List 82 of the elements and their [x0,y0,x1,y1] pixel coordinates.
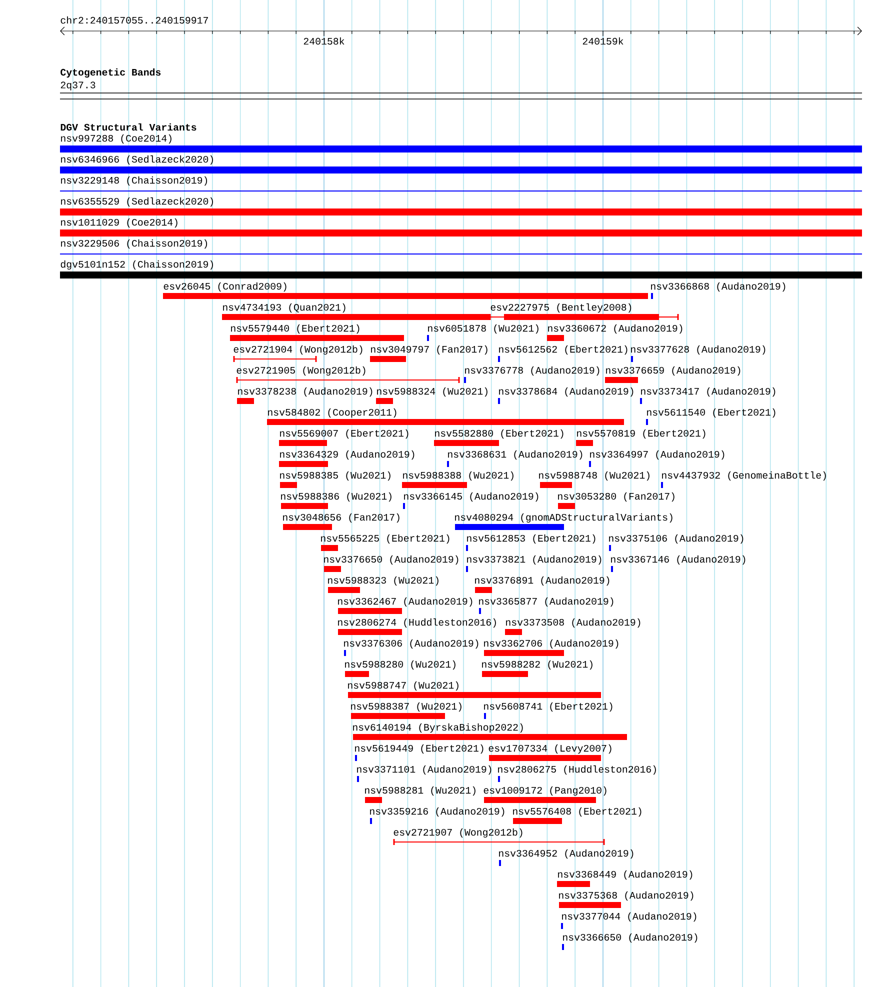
variant-label: nsv3366650 (Audano2019) [563,933,698,943]
variant-label: nsv3365877 (Audano2019) [479,597,614,607]
variant-label: nsv4437932 (GenomeinaBottle) [662,471,826,481]
variant-label: nsv3376891 (Audano2019) [475,576,610,586]
variant-label: nsv5611540 (Ebert2021) [647,408,776,418]
variant-label: nsv3371101 (Audano2019) [357,765,492,775]
variant-label: nsv6051878 (Wu2021) [428,324,538,334]
variant-label: nsv5576408 (Ebert2021) [513,807,642,817]
variant-label: nsv2806275 (Huddleston2016) [498,765,656,775]
variant-label: nsv5988280 (Wu2021) [345,660,456,670]
variant-label: nsv3373417 (Audano2019) [641,387,776,397]
variant-label: nsv5988323 (Wu2021) [328,576,438,586]
variant-label: nsv3377044 (Audano2019) [562,912,696,922]
variant-label: nsv3362706 (Audano2019) [484,639,618,649]
variant-label: nsv6140194 (ByrskaBishop2022) [353,723,523,733]
variant-label: nsv3049797 (Fan2017) [371,345,488,355]
variant-label: nsv5612853 (Ebert2021) [467,534,596,544]
variant-label: nsv3376659 (Audano2019) [606,366,740,376]
variant-label: nsv5988387 (Wu2021) [351,702,462,712]
variant-label: nsv5569007 (Ebert2021) [280,429,408,439]
variant-label: nsv3368449 (Audano2019) [558,870,692,880]
band-label: 2q37.3 [60,82,96,90]
variant-label: nsv3368631 (Audano2019) [448,450,582,460]
variant-label: nsv5570819 (Ebert2021) [577,429,706,439]
track-title: DGV Structural Variants [60,123,196,131]
variant-label: nsv5565225 (Ebert2021) [321,534,450,544]
variant-label: nsv3373821 (Audano2019) [467,555,602,565]
variant-label: nsv4734193 (Quan2021) [223,303,346,313]
variant-label: nsv5988386 (Wu2021) [281,492,392,502]
variant-label: nsv6346966 (Sedlazeck2020) [61,155,213,165]
variant-label: nsv5619449 (Ebert2021) [355,744,484,754]
variant-label: nsv5988324 (Wu2021) [377,387,488,397]
variant-label: nsv3364952 (Audano2019) [499,849,634,859]
variant-label: nsv584802 (Cooper2011) [268,408,396,418]
variant-label: nsv2806274 (Huddleston2016) [338,618,496,628]
variant-label: nsv3360672 (Audano2019) [548,324,682,334]
variant-label: esv2721904 (Wong2012b) [234,345,362,355]
variant-label: nsv5988747 (Wu2021) [348,681,458,691]
variant-label: nsv5988748 (Wu2021) [539,471,650,481]
variant-label: nsv3376306 (Audano2019) [344,639,478,649]
tick-label: 240159k [582,37,624,45]
variant-label: nsv5988282 (Wu2021) [482,660,592,670]
variant-label: nsv5612562 (Ebert2021) [499,345,628,355]
variant-label: nsv3364329 (Audano2019) [280,450,414,460]
variant-label: nsv6355529 (Sedlazeck2020) [61,197,213,207]
variant-label: nsv4080294 (gnomADStructuralVariants) [455,513,672,523]
variant-label: nsv5988385 (Wu2021) [280,471,390,481]
variant-label: nsv5579440 (Ebert2021) [231,324,360,334]
variant-label: nsv3048656 (Fan2017) [283,513,400,523]
variant-label: nsv1011029 (Coe2014) [61,218,178,228]
variant-label: nsv3364997 (Audano2019) [590,450,724,460]
variant-label: nsv3367146 (Audano2019) [611,555,746,565]
variant-label: esv1009172 (Pang2010) [484,786,606,796]
tick-label: 240158k [304,37,344,45]
variant-label: nsv3359216 (Audano2019) [370,807,504,817]
coordinate-label: chr2:240157055..240159917 [60,16,208,24]
variant-label: esv1707334 (Levy2007) [488,744,612,754]
variant-label: esv2721905 (Wong2012b) [236,366,366,376]
variant-label: nsv5988388 (Wu2021) [403,471,514,481]
variant-label: nsv3366868 (Audano2019) [651,282,786,292]
variant-label: nsv3377628 (Audano2019) [631,345,766,355]
variant-label: nsv997288 (Coe2014) [61,134,172,144]
variant-label: nsv3378684 (Audano2019) [499,387,634,397]
variant-label: nsv3229148 (Chaisson2019) [61,176,208,186]
variant-label: nsv3373508 (Audano2019) [506,618,640,628]
variant-label: nsv3366145 (Audano2019) [404,492,538,502]
variant-label: nsv5608741 (Ebert2021) [484,702,612,712]
variant-label: nsv5988281 (Wu2021) [365,786,476,796]
variant-label: nsv5582880 (Ebert2021) [435,429,564,439]
variant-label: dgv5101n152 (Chaisson2019) [60,260,213,270]
variant-label: esv2721907 (Wong2012b) [394,828,522,838]
variant-label: nsv3362467 (Audano2019) [338,597,472,607]
variant-label: nsv3376650 (Audano2019) [324,555,458,565]
variant-label: esv26045 (Conrad2009) [164,282,286,292]
variant-label: nsv3229506 (Chaisson2019) [61,239,208,249]
variant-label: nsv3375106 (Audano2019) [609,534,744,544]
variant-label: nsv3375368 (Audano2019) [559,891,694,901]
variant-label: nsv3378238 (Audano2019) [238,387,372,397]
variant-label: nsv3376778 (Audano2019) [465,366,600,376]
track-title: Cytogenetic Bands [60,68,161,78]
variant-label: esv2227975 (Bentley2008) [490,303,632,313]
variant-label: nsv3053280 (Fan2017) [558,492,674,502]
